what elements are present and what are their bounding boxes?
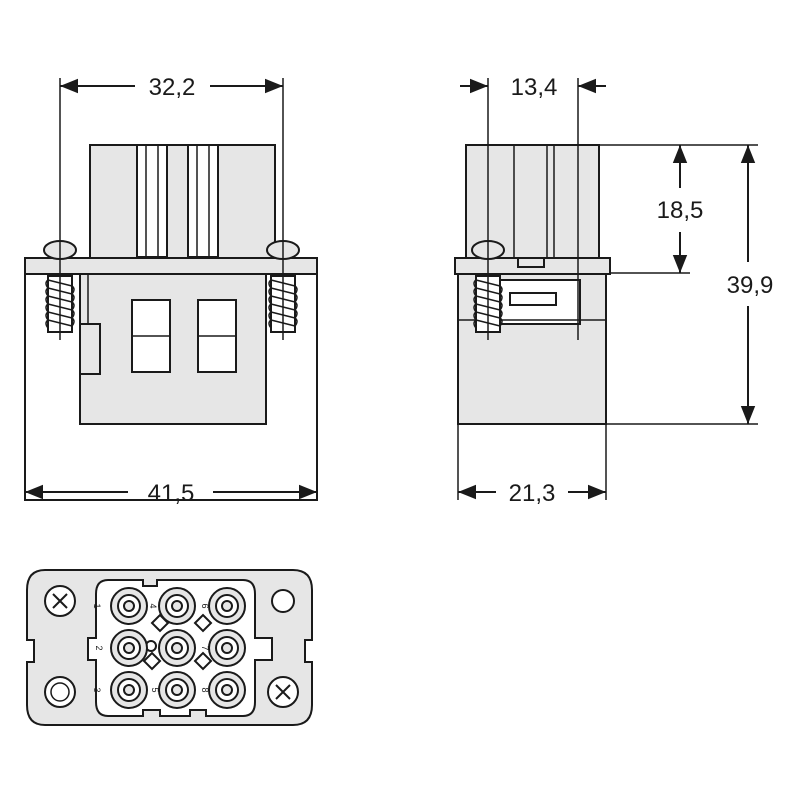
- face-pin: [208, 671, 246, 709]
- dim-side-width: 21,3: [458, 480, 606, 507]
- face-pin: [110, 587, 148, 625]
- front-slot-left: [136, 144, 168, 258]
- front-latch: [79, 323, 101, 375]
- face-pin: [208, 587, 246, 625]
- front-flange: [24, 257, 318, 275]
- pin-number-label: 7: [200, 645, 210, 650]
- side-view: [454, 78, 758, 500]
- dim-upper-height-label: 18,5: [657, 197, 704, 224]
- dim-total-height: 39,9: [727, 145, 774, 424]
- dim-side-top-width-label: 13,4: [511, 74, 558, 101]
- side-flange-notch: [517, 257, 545, 268]
- dim-total-height-label: 39,9: [727, 272, 774, 299]
- pin-number-label: 1: [92, 603, 102, 608]
- pin-number-label: 6: [200, 603, 210, 608]
- pin-number-label: 5: [150, 687, 160, 692]
- front-upper-housing: [89, 144, 276, 264]
- face-pin: [208, 629, 246, 667]
- face-pin: [110, 671, 148, 709]
- front-view: [24, 78, 318, 501]
- front-slot-right: [187, 144, 219, 258]
- dim-side-width-label: 21,3: [509, 480, 556, 507]
- dim-upper-height: 18,5: [657, 145, 704, 273]
- dim-side-top-width: 13,4: [460, 74, 606, 101]
- face-screw-top-left: [44, 585, 76, 617]
- face-screw-bottom-right: [267, 676, 299, 708]
- pin-number-label: 2: [94, 645, 104, 650]
- face-coding-diamond: [142, 651, 162, 671]
- face-coding-diamond: [193, 613, 213, 633]
- face-hole-top-right: [271, 589, 295, 613]
- pin-number-label: 4: [148, 603, 158, 608]
- dim-front-width: 41,5: [25, 480, 317, 507]
- face-pin: [158, 629, 196, 667]
- dim-top-width-label: 32,2: [149, 74, 196, 101]
- face-hole-bottom-left: [44, 676, 76, 708]
- face-view: 1 2 3 4 5 6 7 8: [26, 569, 313, 726]
- pin-number-label: 3: [92, 687, 102, 692]
- face-pin: [110, 629, 148, 667]
- dim-top-width: 32,2: [60, 74, 283, 101]
- side-latch-slot: [509, 292, 557, 306]
- front-insert-body: [79, 273, 267, 425]
- face-pin: [158, 587, 196, 625]
- face-pin: [158, 671, 196, 709]
- face-coding-diamond: [193, 651, 213, 671]
- pin-number-label: 8: [200, 687, 210, 692]
- dim-front-width-label: 41,5: [148, 480, 195, 507]
